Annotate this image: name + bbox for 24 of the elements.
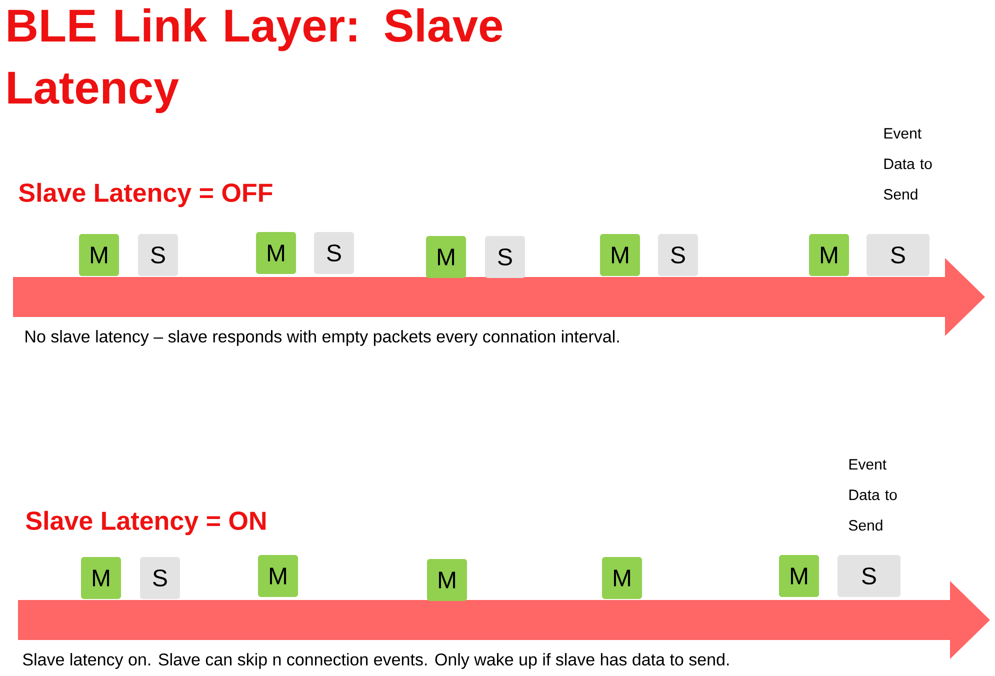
description: No slave latency – slave responds with empty packets every connation interval. — [26, 330, 619, 346]
packet-box: M — [81, 556, 121, 599]
packet-box: M — [779, 554, 819, 597]
packet-box: M — [600, 234, 640, 276]
packet-box: M — [809, 234, 849, 276]
packet-box: S — [658, 234, 698, 276]
note-text: Event Data to Send — [848, 459, 897, 531]
packet-box: M — [258, 554, 298, 597]
packet-box: S — [866, 234, 930, 276]
packet-box: M — [602, 556, 642, 599]
note-text: Event Data to Send — [884, 128, 932, 200]
packet-box: M — [426, 236, 466, 278]
packet-box: S — [314, 232, 354, 274]
packet-box: S — [140, 556, 180, 599]
description: Slave latency on. Slave can skip n connection events. Only wake up if slave has data to send. — [22, 653, 729, 669]
section-heading: Slave Latency = ON — [26, 510, 266, 536]
section-heading: Slave Latency = OFF — [18, 182, 272, 208]
packet-box: M — [79, 234, 119, 276]
packet-box: S — [485, 236, 525, 278]
packet-box: M — [256, 232, 296, 274]
title: BLE Link Layer: Slave Latency — [8, 8, 502, 114]
packet-box: M — [427, 558, 467, 601]
packet-box: S — [138, 234, 178, 276]
packet-box: S — [838, 554, 900, 597]
